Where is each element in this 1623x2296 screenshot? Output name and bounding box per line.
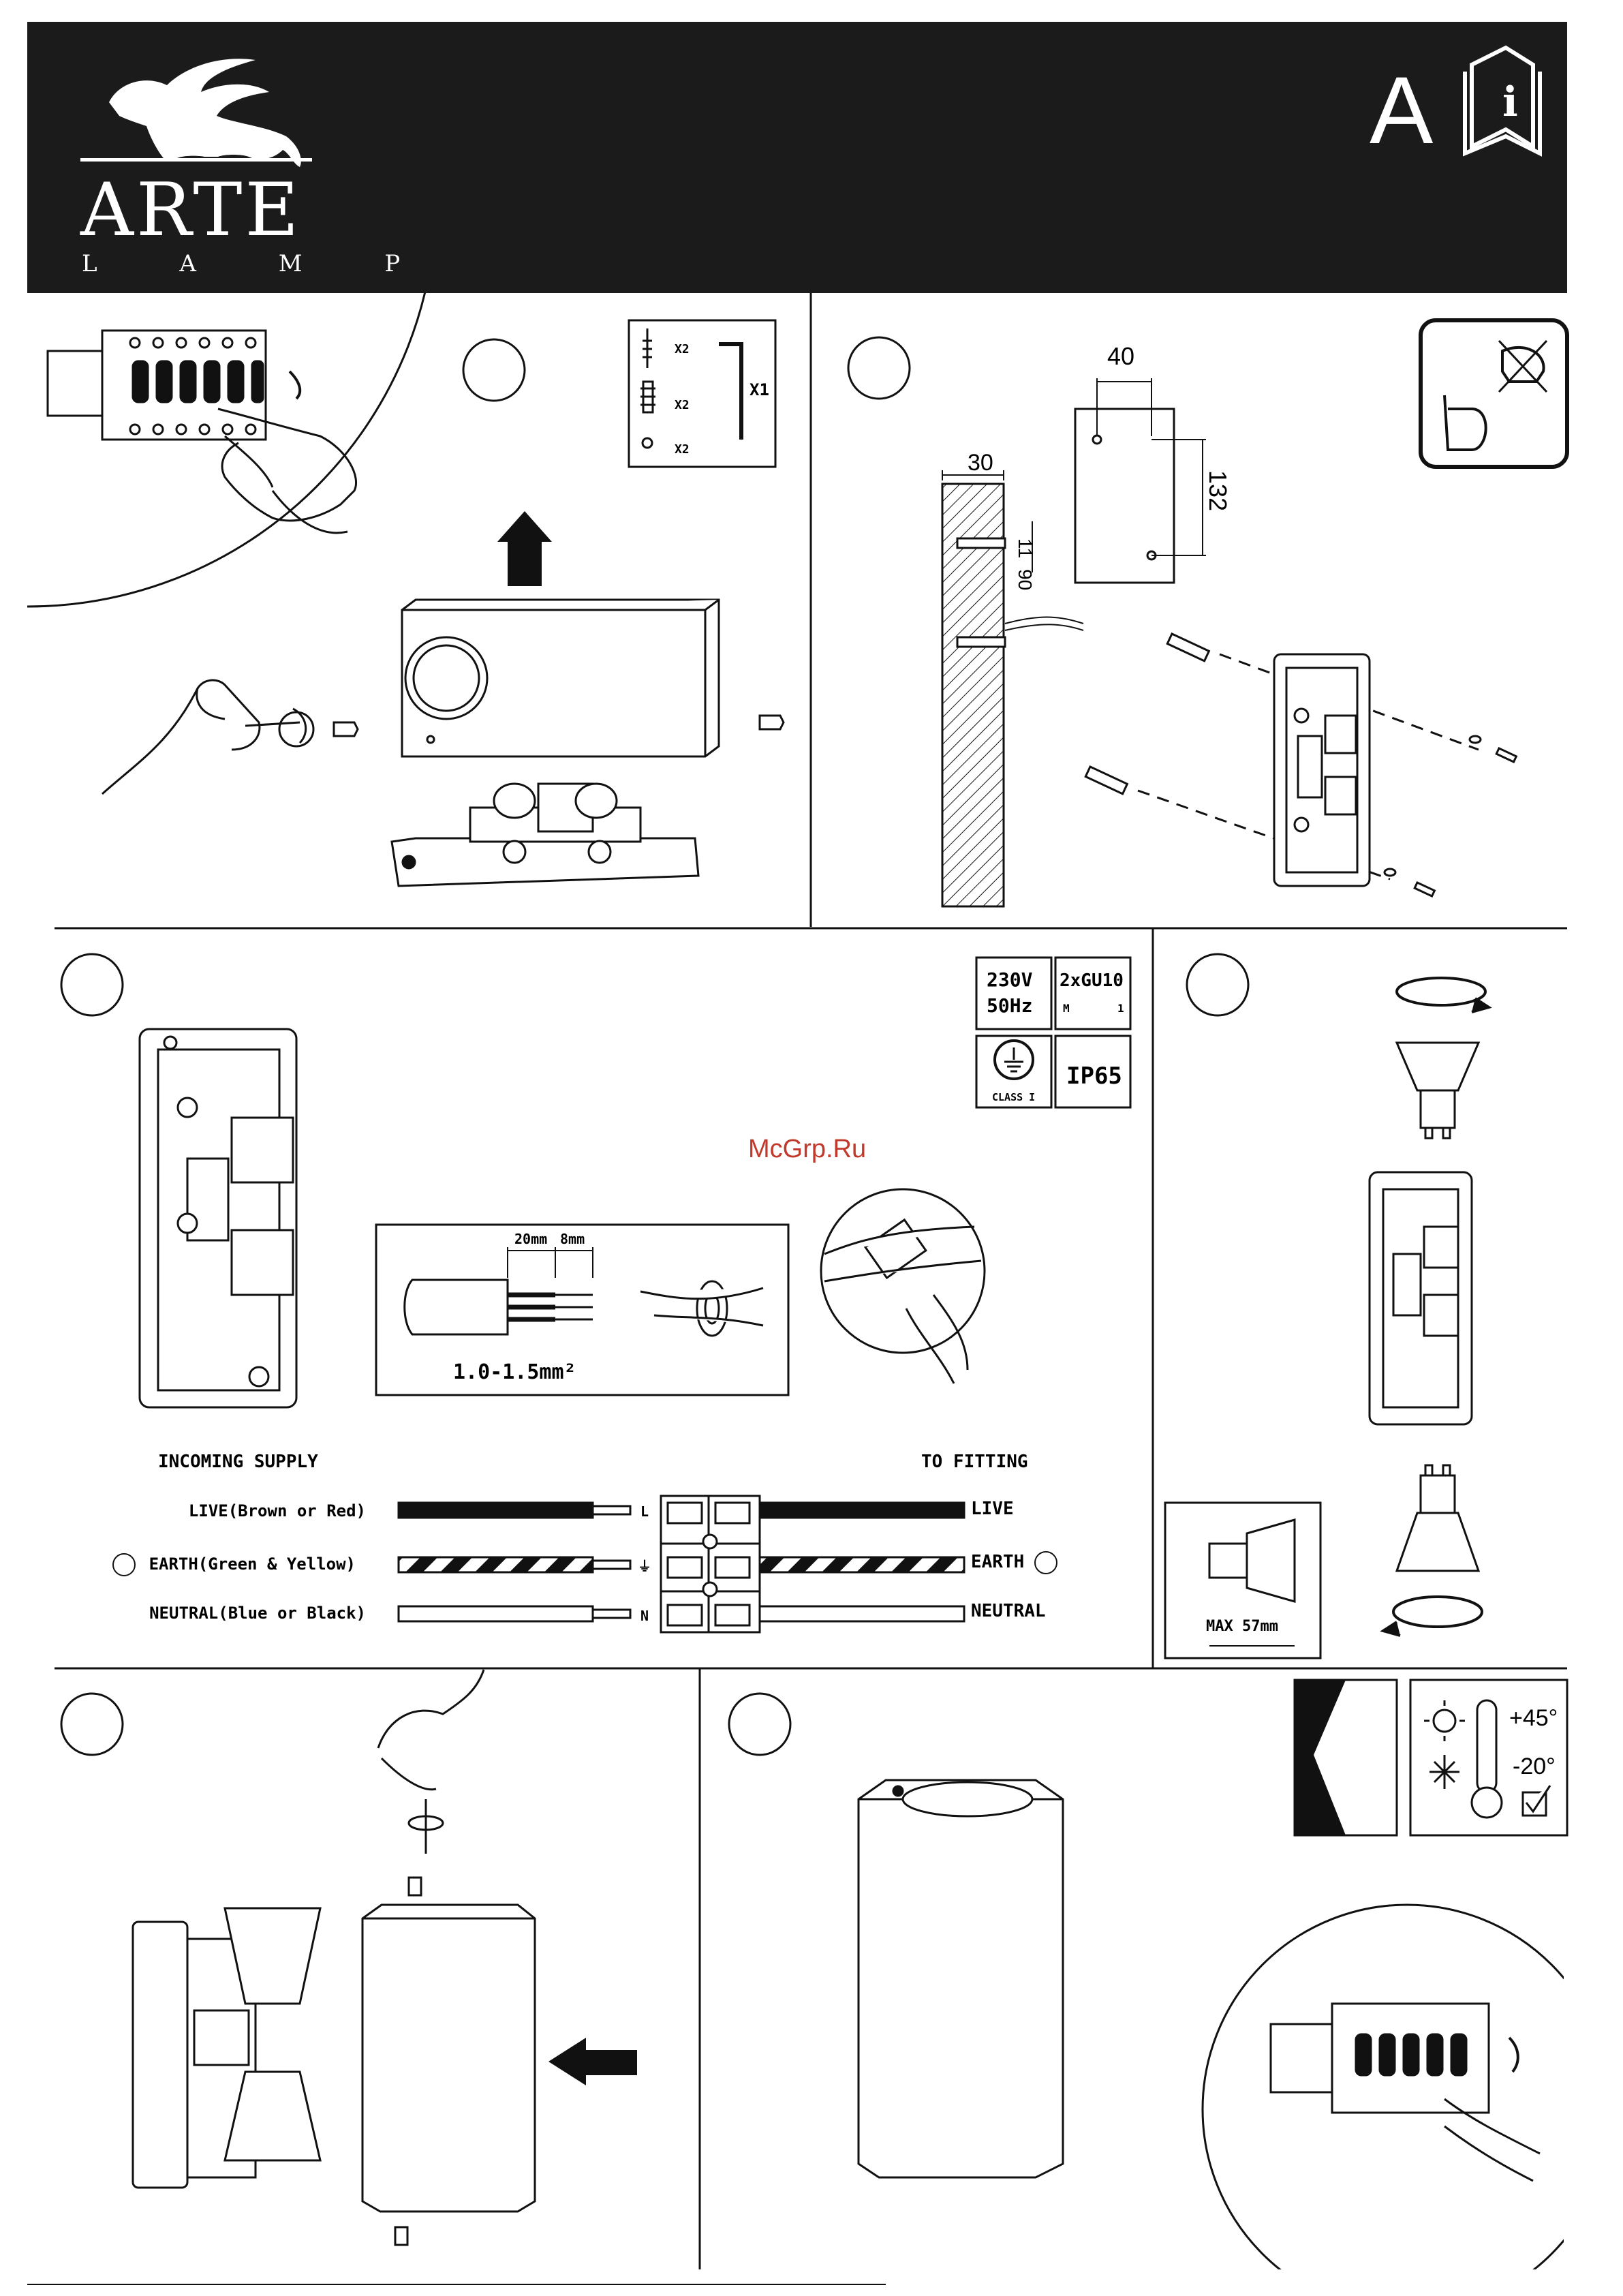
- wire-row-live-left: LIVE(Brown or Red): [189, 1501, 366, 1520]
- parts-box: X2 X2 X2 X1: [629, 320, 775, 467]
- dim-30: 30: [968, 450, 993, 476]
- spec-lamp-sub-1: 1: [1117, 1002, 1124, 1015]
- left-arrow-icon: [548, 2038, 637, 2085]
- step-6-marker: [729, 1694, 790, 1755]
- earth-icon-right: [1035, 1552, 1057, 1574]
- wire-row-earth-right: EARTH: [971, 1552, 1024, 1572]
- up-arrow-icon: [497, 511, 552, 586]
- temp-max: +45°: [1509, 1705, 1558, 1731]
- panel-4-bulbs: MAX 57mm: [1165, 954, 1489, 1658]
- drill-template: [1075, 378, 1206, 583]
- wiring-base: [140, 1029, 296, 1407]
- panel-3-wiring: 230V 50Hz 2xGU10 M 1 CLASS I IP65 McGrp.…: [61, 954, 1130, 1632]
- spec-voltage: 230V: [987, 968, 1033, 991]
- panel-2-mounting: 30 11 90 40 132: [848, 320, 1567, 906]
- fitting-title: TO FITTING: [921, 1452, 1028, 1472]
- wire-row-neutral-right: NEUTRAL: [971, 1601, 1046, 1621]
- grub-screw-top: [409, 1878, 421, 1895]
- screw-cap-right: [760, 716, 784, 729]
- rotate-arrow-top-icon: [1397, 978, 1489, 1012]
- step-4-marker: [1187, 954, 1248, 1015]
- hand-hexkey-icon: [102, 680, 313, 794]
- step-2-marker: [848, 337, 910, 399]
- lamp-cover: [362, 1905, 535, 2211]
- beam-icon: [1295, 1680, 1397, 1835]
- strip-length-1: 20mm: [514, 1231, 547, 1247]
- terminal-connector: [661, 1496, 760, 1632]
- gu10-bulb-top: [1397, 1043, 1479, 1138]
- base-plate: [392, 784, 698, 886]
- spec-ip: IP65: [1066, 1062, 1122, 1090]
- wire-row-earth-left: EARTH(Green & Yellow): [149, 1555, 356, 1574]
- wire-row-live-right: LIVE: [971, 1499, 1014, 1519]
- washer-quantity: X2: [675, 442, 690, 457]
- mounted-base: [1274, 654, 1370, 886]
- max-length-label: MAX 57mm: [1206, 1618, 1278, 1635]
- spec-frequency: 50Hz: [987, 994, 1032, 1017]
- spec-lamp-sub-m: M: [1063, 1002, 1070, 1015]
- screw-cap-left: [334, 722, 358, 736]
- step-1-marker: [463, 339, 525, 401]
- rotate-arrow-bottom-icon: [1383, 1597, 1482, 1636]
- watermark: McGrp.Ru: [748, 1135, 866, 1163]
- dim-90: 90: [1015, 569, 1036, 590]
- step-3-marker: [61, 954, 123, 1015]
- svg-text:i: i: [1502, 78, 1518, 126]
- wire-section: 1.0-1.5mm²: [453, 1360, 576, 1384]
- section-letter: A: [1370, 57, 1434, 164]
- finished-lamp: [859, 1780, 1063, 2177]
- wire-strip-diagram: [376, 1225, 788, 1395]
- grub-screw-bottom: [395, 2227, 407, 2245]
- hand-screwing-icon: [378, 1670, 484, 1854]
- hex-key-quantity: X1: [749, 380, 769, 399]
- wire-letter-n: N: [640, 1608, 649, 1624]
- temp-min: -20°: [1513, 1754, 1556, 1779]
- brand-sub: L A M P: [82, 250, 437, 277]
- wire-letter-l: L: [640, 1503, 649, 1520]
- dim-132: 132: [1204, 470, 1232, 511]
- wire-letter-e: ⏚: [638, 1558, 651, 1574]
- no-lamp-icon: [1421, 320, 1567, 467]
- spec-lamp: 2xGU10: [1060, 970, 1124, 991]
- brand-name: ARTE: [80, 168, 301, 253]
- step-5-marker: [61, 1694, 123, 1755]
- strip-length-2: 8mm: [560, 1231, 585, 1247]
- lamp-body: [402, 600, 719, 756]
- earth-icon-left: [113, 1554, 135, 1576]
- gu10-bulb-bottom: [1397, 1465, 1479, 1571]
- assembly-base: [133, 1908, 320, 2188]
- panel-6-finished: +45° -20°: [729, 1680, 1611, 2296]
- panel-5-assembly: [61, 1670, 637, 2245]
- terminal-zoom: [821, 1189, 985, 1353]
- panel-4-base: [1370, 1172, 1472, 1424]
- dim-40: 40: [1107, 342, 1134, 370]
- wire-row-neutral-left: NEUTRAL(Blue or Black): [149, 1604, 366, 1623]
- incoming-title: INCOMING SUPPLY: [158, 1452, 318, 1472]
- dim-11: 11: [1015, 538, 1036, 558]
- anchor-quantity: X2: [675, 398, 690, 412]
- screw-quantity: X2: [675, 342, 690, 356]
- header-bar: ARTE L A M P A i: [27, 22, 1567, 293]
- spec-class: CLASS I: [992, 1091, 1035, 1103]
